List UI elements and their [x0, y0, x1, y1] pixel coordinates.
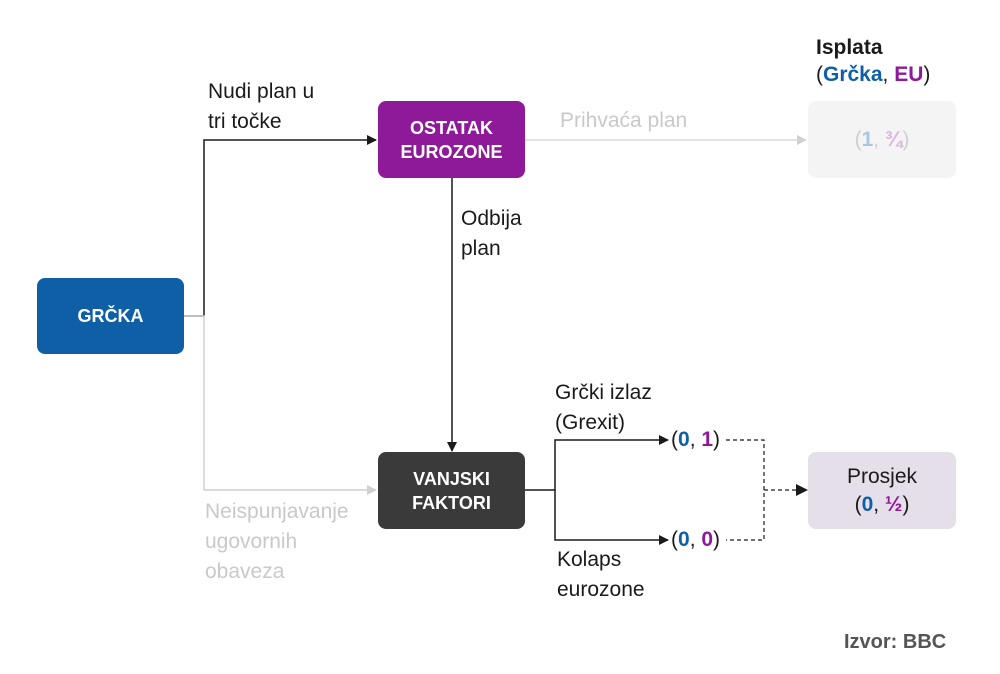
offer-connector [184, 135, 377, 317]
rest-eurozone-node: OSTATAK EUROZONE [378, 101, 525, 178]
source-credit: Izvor: BBC [844, 631, 947, 653]
offer-label: Nudi plan u tri točke [208, 80, 315, 133]
reject-label: Odbija plan [461, 207, 522, 260]
grexit-connector [525, 435, 669, 491]
average-connector [726, 439, 806, 541]
accept-label: Prihvaća plan [560, 109, 688, 132]
default-connector [184, 315, 377, 495]
external-factors-node: VANJSKI FAKTORI [378, 452, 525, 529]
greece-node: GRČKA [37, 278, 184, 354]
grexit-label: Grčki izlaz (Grexit) [555, 381, 652, 434]
average-node: Prosjek (0, ½) [808, 452, 956, 529]
collapse-label: Kolaps eurozone [557, 548, 645, 601]
accept-payoff-node: (1, ¾) [808, 101, 956, 178]
legend-players: (Grčka, EU) [816, 63, 931, 86]
collapse-payoff: (0, 0) [671, 528, 721, 551]
grexit-payoff: (0, 1) [671, 428, 721, 451]
legend-title: Isplata [816, 36, 883, 59]
collapse-connector [554, 490, 669, 545]
default-label: Neispunjavanje ugovornih obaveza [205, 500, 349, 583]
